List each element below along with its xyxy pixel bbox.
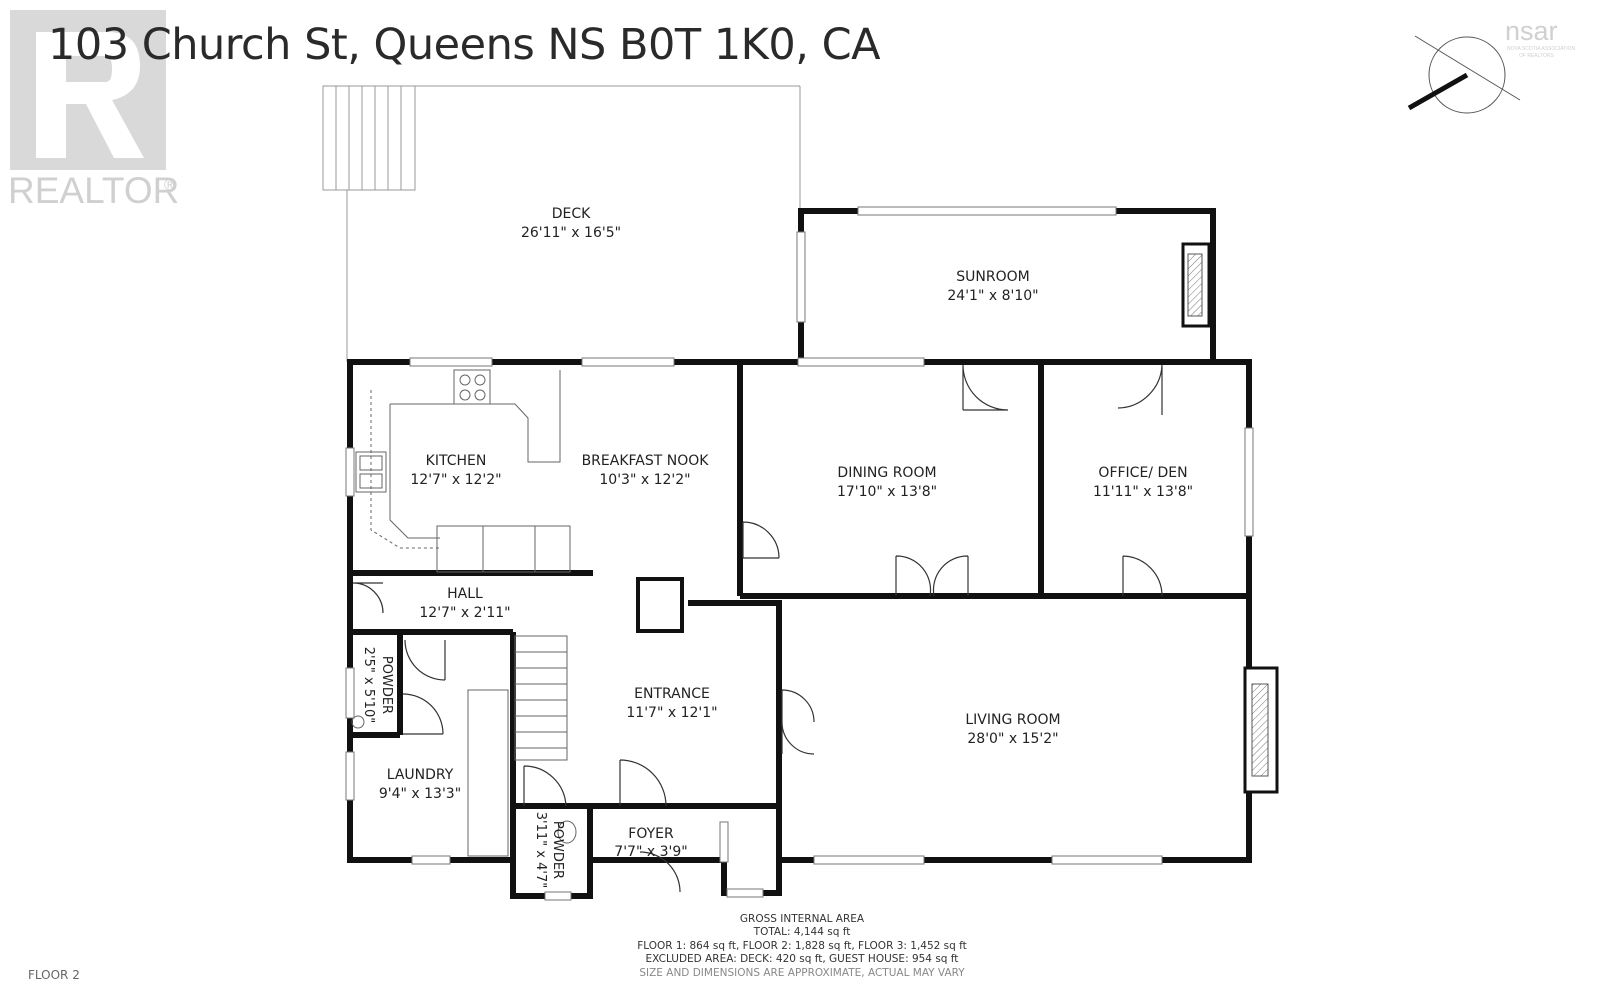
hall-name: HALL [447,586,483,602]
laundry-window [345,751,355,801]
entrance-double-door [781,689,815,755]
living-window-2 [1051,855,1163,865]
sunroom-walls [798,208,1216,362]
realtor-logo: REALTOR ® [8,10,179,210]
foyer-name: FOYER [628,826,674,842]
entrance-name: ENTRANCE [634,686,710,702]
area-note: SIZE AND DIMENSIONS ARE APPROXIMATE, ACT… [639,966,965,979]
powder-1-dim: 2'5" x 5'10" [361,647,376,723]
living-room-name: LIVING ROOM [965,712,1060,728]
breakfast-nook-name: BREAKFAST NOOK [582,453,710,469]
office-den-dim: 11'11" x 13'8" [1093,484,1193,500]
laundry-door [402,693,444,735]
realtor-wordmark: REALTOR [8,170,179,210]
kitchen-dim: 12'7" x 12'2" [410,472,501,488]
north-arrow-icon: N [1407,35,1521,114]
sunroom-name: SUNROOM [956,269,1029,285]
powder-2-dim: 3'11" x 4'7" [533,812,548,888]
entrance-door-2 [619,759,667,807]
property-address: 103 Church St, Queens NS B0T 1K0, CA [48,20,881,70]
entrance-dim: 11'7" x 12'1" [626,705,717,721]
sunroom-dim: 24'1" x 8'10" [947,288,1038,304]
foyer-side-window [719,821,729,863]
floor-label: FLOOR 2 [28,968,80,982]
breakfast-nook-dim: 10'3" x 12'2" [599,472,690,488]
stove [453,369,491,405]
main-staircase [514,635,568,761]
realtor-registered-mark: ® [164,177,176,194]
hall-door [352,582,384,614]
living-room-dim: 28'0" x 15'2" [967,731,1058,747]
office-door-bottom [1122,555,1163,597]
kitchen-sink [355,451,387,493]
laundry-counter [467,689,509,857]
kitchen-window [409,357,493,367]
foyer-dim: 7'7" x 3'9" [614,844,687,860]
dining-window-top [797,357,925,367]
kitchen-name: KITCHEN [426,453,487,469]
closet [636,577,684,633]
powder-window [345,667,355,719]
office-door-top [1117,364,1163,415]
powder-sink [557,820,577,844]
hall-dim: 12'7" x 2'11" [419,605,510,621]
nook-slider [581,357,675,367]
kitchen-counter [390,370,561,463]
nsar-logo: nsar NOVA SCOTIA ASSOCIATION OF REALTORS [1505,16,1576,59]
entrance-door-1 [523,765,567,807]
dining-door [962,364,1009,411]
dining-room-name: DINING ROOM [837,465,936,481]
deck-name: DECK [552,206,591,222]
laundry-bottom-window [411,855,451,865]
nsar-subtitle-2: OF REALTORS [1519,53,1554,59]
powder-bottom-window [544,891,572,901]
area-total: TOTAL: 4,144 sq ft [753,926,851,939]
deck-dim: 26'11" x 16'5" [521,225,621,241]
powder-1-name: POWDER [379,656,394,714]
office-den-name: OFFICE/ DEN [1098,465,1187,481]
laundry-dim: 9'4" x 13'3" [379,786,461,802]
gross-internal-area: GROSS INTERNAL AREA TOTAL: 4,144 sq ft F… [612,913,992,980]
sunroom-window-top [857,206,1117,216]
powder-door [404,639,446,681]
kitchen-island [436,525,571,573]
dining-room-dim: 17'10" x 13'8" [837,484,937,500]
foyer-window [726,888,764,898]
deck-stairs [322,85,416,191]
area-excluded: EXCLUDED AREA: DECK: 420 sq ft, GUEST HO… [645,953,959,966]
nook-door [742,521,780,559]
nsar-wordmark: nsar [1505,16,1558,46]
powder-toilet [351,715,365,729]
office-window-right [1244,427,1254,537]
area-floors: FLOOR 1: 864 sq ft, FLOOR 2: 1,828 sq ft… [637,939,967,952]
dining-double-door [895,555,969,597]
foyer-door [639,851,681,893]
kitchen-side-window [345,447,355,497]
sunroom-window-left [796,231,806,323]
powder-2-name: POWDER [550,821,565,879]
area-heading: GROSS INTERNAL AREA [739,913,865,925]
living-window-1 [813,855,925,865]
laundry-name: LAUNDRY [387,767,454,783]
deck-outline [322,86,348,362]
nsar-subtitle-1: NOVA SCOTIA ASSOCIATION [1507,46,1576,52]
